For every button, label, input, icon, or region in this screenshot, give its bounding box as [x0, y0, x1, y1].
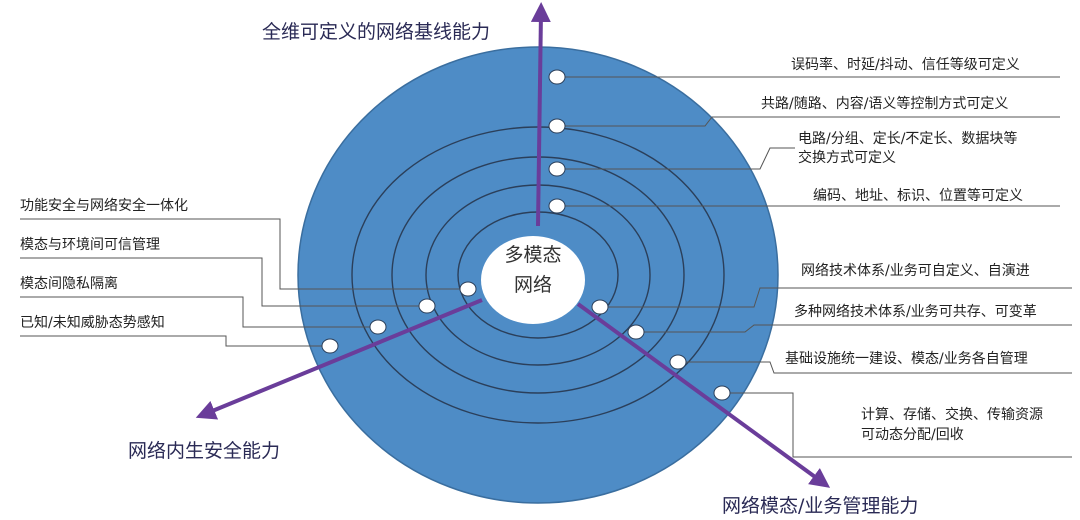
lower-right-label-1: 网络技术体系/业务可自定义、自演进: [801, 263, 1030, 279]
left-label-3: 模态间隐私隔离: [20, 276, 118, 292]
axis-label-top: 全维可定义的网络基线能力: [262, 21, 491, 43]
leader-lines-right: [558, 76, 1060, 207]
dot: [548, 69, 566, 85]
dot: [548, 198, 566, 214]
center-circle: [481, 236, 585, 324]
lower-right-label-3: 基础设施统一建设、模态/业务各自管理: [785, 351, 1028, 367]
axis-label-bottom-left: 网络内生安全能力: [128, 440, 281, 462]
dot: [548, 161, 566, 177]
center-label: 多模态 网络: [483, 240, 583, 324]
dot: [548, 118, 566, 134]
right-label-1: 误码率、时延/抖动、信任等级可定义: [791, 57, 1020, 73]
dot: [321, 338, 339, 354]
left-label-2: 模态与环境间可信管理: [20, 237, 160, 253]
left-label-1: 功能安全与网络安全一体化: [20, 198, 188, 214]
dot: [369, 319, 387, 335]
axis-label-bottom-right: 网络模态/业务管理能力: [722, 495, 919, 517]
right-label-3-line2: 交换方式可定义: [798, 150, 896, 166]
right-label-4: 编码、地址、标识、位置等可定义: [813, 188, 1023, 204]
lower-right-label-4-line2: 可动态分配/回收: [861, 427, 964, 443]
right-label-2: 共路/随路、内容/语义等控制方式可定义: [761, 96, 1009, 112]
arrow-top: [530, 2, 551, 227]
arrow-bottom-right: [576, 302, 831, 488]
right-label-3: 电路/分组、定长/不定长、数据块等: [798, 131, 1018, 147]
left-label-4: 已知/未知威胁态势感知: [20, 315, 165, 331]
marker-dots: [321, 69, 731, 401]
dot: [591, 299, 609, 315]
lower-right-label-2: 多种网络技术体系/业务可共存、可变革: [794, 304, 1037, 320]
dot: [459, 281, 477, 297]
dot: [418, 298, 436, 314]
dot: [669, 354, 687, 370]
center-line-2: 网络: [513, 274, 552, 296]
arrow-bottom-left: [195, 298, 483, 420]
leader-lines-lower-right: [600, 287, 1072, 458]
dot: [627, 324, 645, 340]
lower-right-label-4: 计算、存储、交换、传输资源: [861, 407, 1043, 423]
center-line-1: 多模态: [504, 244, 562, 266]
leader-lines-left: [20, 218, 468, 347]
dot: [713, 385, 731, 401]
